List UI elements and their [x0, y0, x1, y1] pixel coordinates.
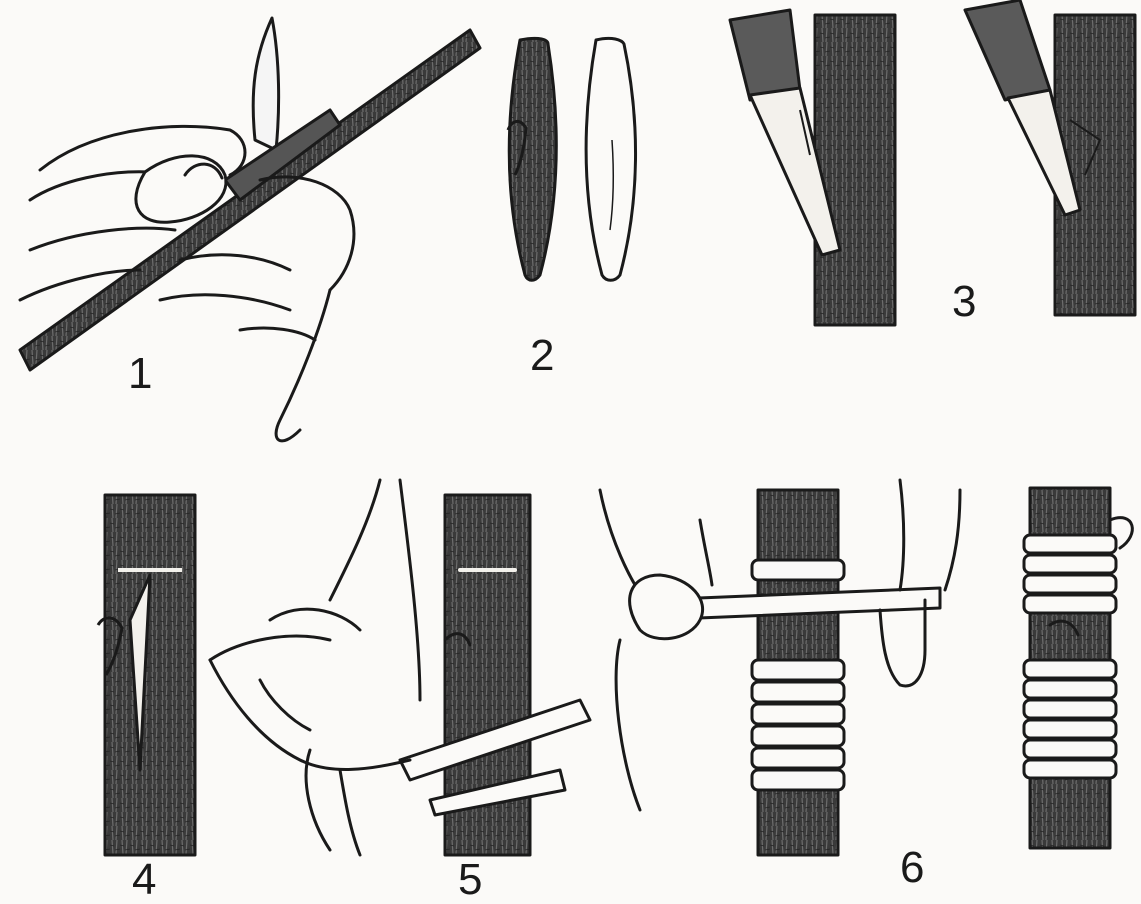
step6-wrapping-complete [600, 480, 1132, 855]
step3-inserting-bud [730, 0, 1135, 325]
step4-bud-inserted [98, 495, 195, 855]
step1-hand-knife [20, 18, 480, 441]
step-label-6: 6 [900, 846, 924, 890]
step2-bud-shields [508, 38, 636, 280]
step-label-5: 5 [458, 858, 482, 902]
step-label-4: 4 [132, 858, 156, 902]
step5-wrapping-start [210, 480, 590, 855]
step-label-1: 1 [128, 352, 152, 396]
step-label-2: 2 [530, 334, 554, 378]
step-label-3: 3 [952, 280, 976, 324]
